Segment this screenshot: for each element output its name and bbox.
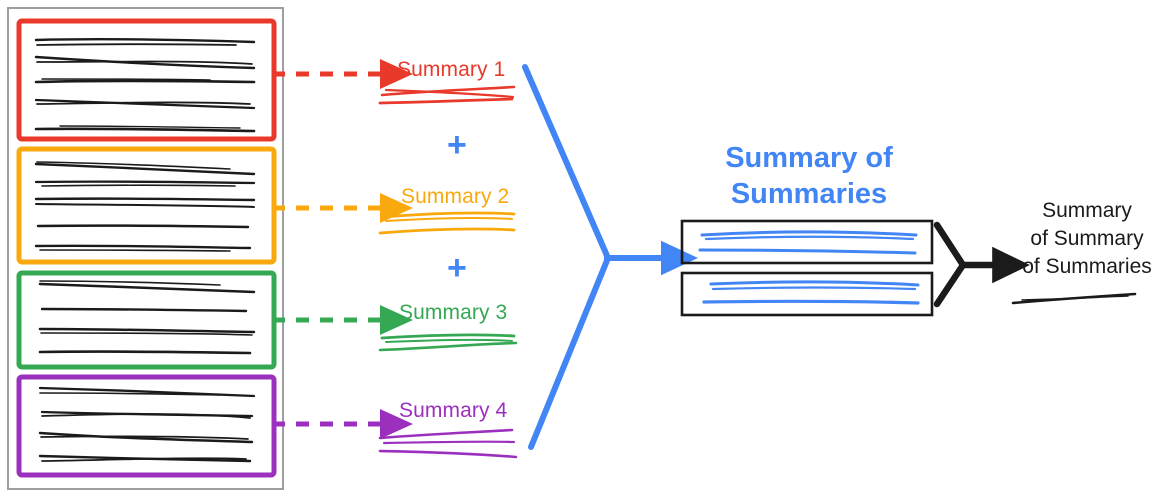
black-merge-connector bbox=[933, 221, 967, 308]
sos-title-line-2: Summaries bbox=[730, 178, 888, 211]
sos-box-1 bbox=[680, 219, 934, 265]
summary-lines-4 bbox=[378, 428, 518, 459]
sos-box-2 bbox=[680, 271, 934, 317]
final-output-lines bbox=[1011, 292, 1137, 305]
chunk-text-lines-red bbox=[34, 37, 256, 133]
sos-box-2-lines bbox=[702, 280, 920, 305]
chunk-text-lines-orange bbox=[34, 161, 256, 252]
summary-1-label: Summary 1 bbox=[397, 58, 506, 81]
summary-lines-3 bbox=[378, 333, 518, 352]
final-output-line-1: Summary bbox=[1042, 199, 1132, 222]
blue-merge-connector bbox=[522, 64, 611, 450]
summary-3-label: Summary 3 bbox=[399, 301, 508, 324]
final-output-label: Summary of Summary of Summaries bbox=[1008, 197, 1166, 281]
final-output-line-3: of Summaries bbox=[1022, 254, 1152, 278]
summary-4-label: Summary 4 bbox=[399, 399, 508, 422]
chunk-box-red bbox=[16, 18, 277, 142]
sos-title-line-1: Summary of bbox=[725, 142, 893, 174]
chunk-text-lines-green bbox=[38, 280, 256, 355]
summary-lines-2 bbox=[378, 211, 516, 235]
summary-lines-1 bbox=[378, 85, 516, 105]
summary-2-label: Summary 2 bbox=[401, 185, 510, 208]
summary-of-summaries-title: Summary of Summaries bbox=[694, 140, 924, 213]
source-document-outline bbox=[7, 7, 284, 490]
sos-box-1-lines bbox=[698, 230, 918, 255]
plus-operator-1: + bbox=[447, 126, 467, 164]
final-output-line-2: of Summary bbox=[1030, 226, 1144, 250]
chunk-text-lines-purple bbox=[38, 386, 256, 463]
plus-operator-2: + bbox=[447, 249, 467, 287]
